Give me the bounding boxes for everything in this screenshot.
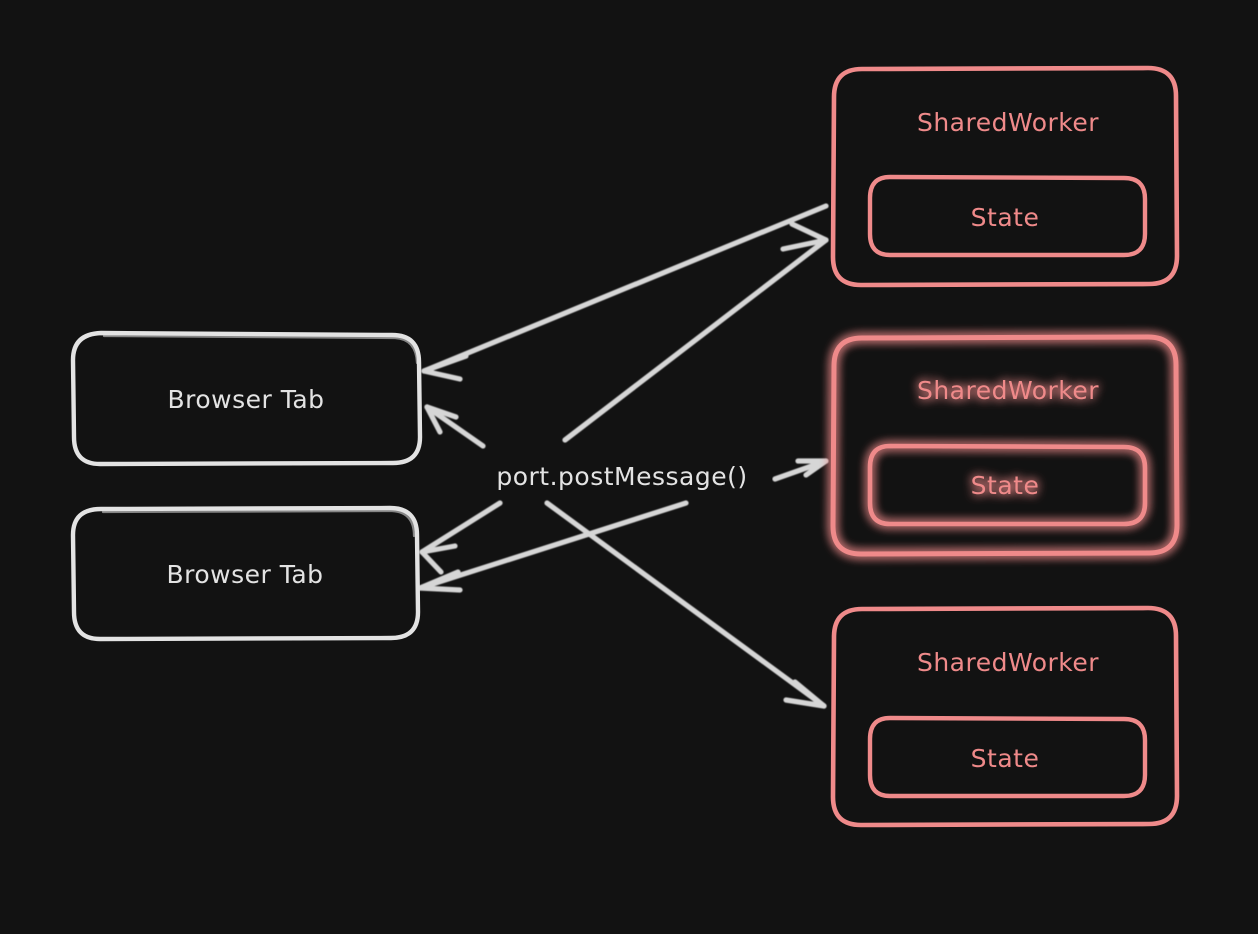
state-1-outline [867, 174, 1148, 258]
browser-tab-2-outline [70, 505, 421, 642]
node-browser-tab-2[interactable]: Browser Tab [70, 505, 421, 642]
shared-worker-2-title: SharedWorker [917, 376, 1099, 405]
node-shared-worker-2[interactable]: SharedWorker State [830, 334, 1180, 557]
state-2-label: State [971, 471, 1040, 500]
shared-worker-3-outline [830, 605, 1180, 828]
node-shared-worker-3[interactable]: SharedWorker State [830, 605, 1180, 828]
shared-worker-1-title: SharedWorker [917, 108, 1099, 137]
edge-label-to-tab1 [424, 404, 486, 449]
edge-worker1-to-tab1 [421, 203, 829, 382]
browser-tab-1-label: Browser Tab [167, 385, 324, 414]
browser-tab-2-label: Browser Tab [166, 560, 323, 589]
edge-label-to-worker2 [772, 458, 829, 482]
state-3-outline [867, 715, 1148, 799]
node-state-1[interactable]: State [867, 174, 1148, 258]
state-3-label: State [971, 744, 1040, 773]
edge-label-to-worker3 [544, 500, 827, 709]
state-1-label: State [971, 203, 1040, 232]
edges-layer [417, 203, 829, 709]
edge-label-to-worker1 [562, 221, 829, 443]
shared-worker-2-outline [830, 334, 1180, 557]
browser-tab-2-outline-sketch [101, 509, 416, 538]
node-browser-tab-1[interactable]: Browser Tab [70, 330, 423, 467]
node-state-3[interactable]: State [867, 715, 1148, 799]
state-2-outline [867, 443, 1148, 527]
edge-label-backdrop [472, 452, 772, 494]
node-state-2[interactable]: State [867, 443, 1148, 527]
edge-label-to-tab2 [419, 500, 503, 575]
browser-tab-1-outline-sketch [102, 334, 419, 365]
edge-worker3-to-tab2 [417, 500, 689, 593]
shared-worker-3-title: SharedWorker [917, 648, 1099, 677]
shared-worker-1-outline [830, 65, 1180, 288]
edge-label-group: port.postMessage() [472, 452, 772, 494]
port-post-message-label: port.postMessage() [496, 462, 747, 491]
node-shared-worker-1[interactable]: SharedWorker State [830, 65, 1180, 288]
browser-tab-1-outline [70, 330, 423, 467]
